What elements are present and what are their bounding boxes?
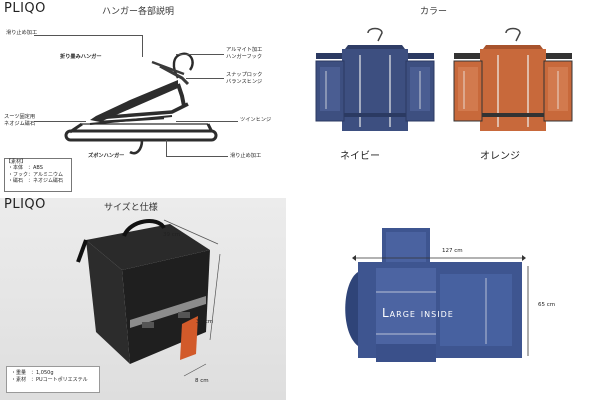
dimension-height: 30 cm xyxy=(196,319,214,325)
spec-material: ・素材 ：PUコートポリエステル xyxy=(11,377,88,383)
label-trouser-hanger: ズボンハンガー xyxy=(88,153,125,159)
spec-weight: ・重量 ：1,050g xyxy=(11,370,54,376)
dimension-depth: 8 cm xyxy=(195,378,209,384)
messenger-bag-image xyxy=(76,219,221,377)
size-section-title: サイズと仕様 xyxy=(104,203,158,213)
label-snap-lock: スナップロック xyxy=(226,72,263,78)
label-neodymium-magnet: ネオジム磁石 xyxy=(4,121,36,127)
label-twin-hinge: ツインヒンジ xyxy=(240,117,272,123)
color-name-orange: オレンジ xyxy=(480,151,520,162)
open-bag-image xyxy=(345,228,529,362)
color-name-navy: ネイビー xyxy=(340,151,380,162)
label-anti-slip-bottom: 滑り止め加工 xyxy=(230,153,262,159)
navy-garment-bag-image xyxy=(315,27,435,131)
materials-box: 【素材】 ・本体 ：ABS ・フック：アルミニウム ・磁石 ：ネオジム磁石 xyxy=(4,158,72,192)
hanger-illustration xyxy=(64,52,218,155)
color-section-title: カラー xyxy=(420,7,448,17)
materials-row: ・磁石 ：ネオジム磁石 xyxy=(8,177,64,184)
spec-box: ・重量 ：1,050g ・素材 ：PUコートポリエステル xyxy=(6,366,100,393)
label-hanger-hook: ハンガーフック xyxy=(226,54,263,60)
large-inside-banner: Large inside xyxy=(382,306,454,320)
label-balance-hinge: バランスヒンジ xyxy=(226,79,263,85)
inside-height: 65 cm xyxy=(538,302,556,308)
dimension-width: 39 cm xyxy=(163,232,181,238)
materials-heading: 【素材】 xyxy=(6,159,27,165)
materials-row: ・本体 ：ABS xyxy=(8,165,43,172)
label-anti-slip-top: 滑り止め加工 xyxy=(6,30,38,36)
brand-logo-top: PLIQO xyxy=(4,1,46,16)
label-folding-hanger: 折り畳みハンガー xyxy=(60,54,102,60)
label-suit-fixing: スーツ固定用 xyxy=(4,114,36,120)
hanger-section-title: ハンガー各部説明 xyxy=(102,7,175,17)
brand-logo-bottom: PLIQO xyxy=(4,197,46,212)
label-alumite: アルマイト加工 xyxy=(226,47,263,53)
materials-row: ・フック：アルミニウム xyxy=(8,171,63,178)
orange-garment-bag-image xyxy=(453,27,573,131)
inside-width: 127 cm xyxy=(442,248,463,254)
